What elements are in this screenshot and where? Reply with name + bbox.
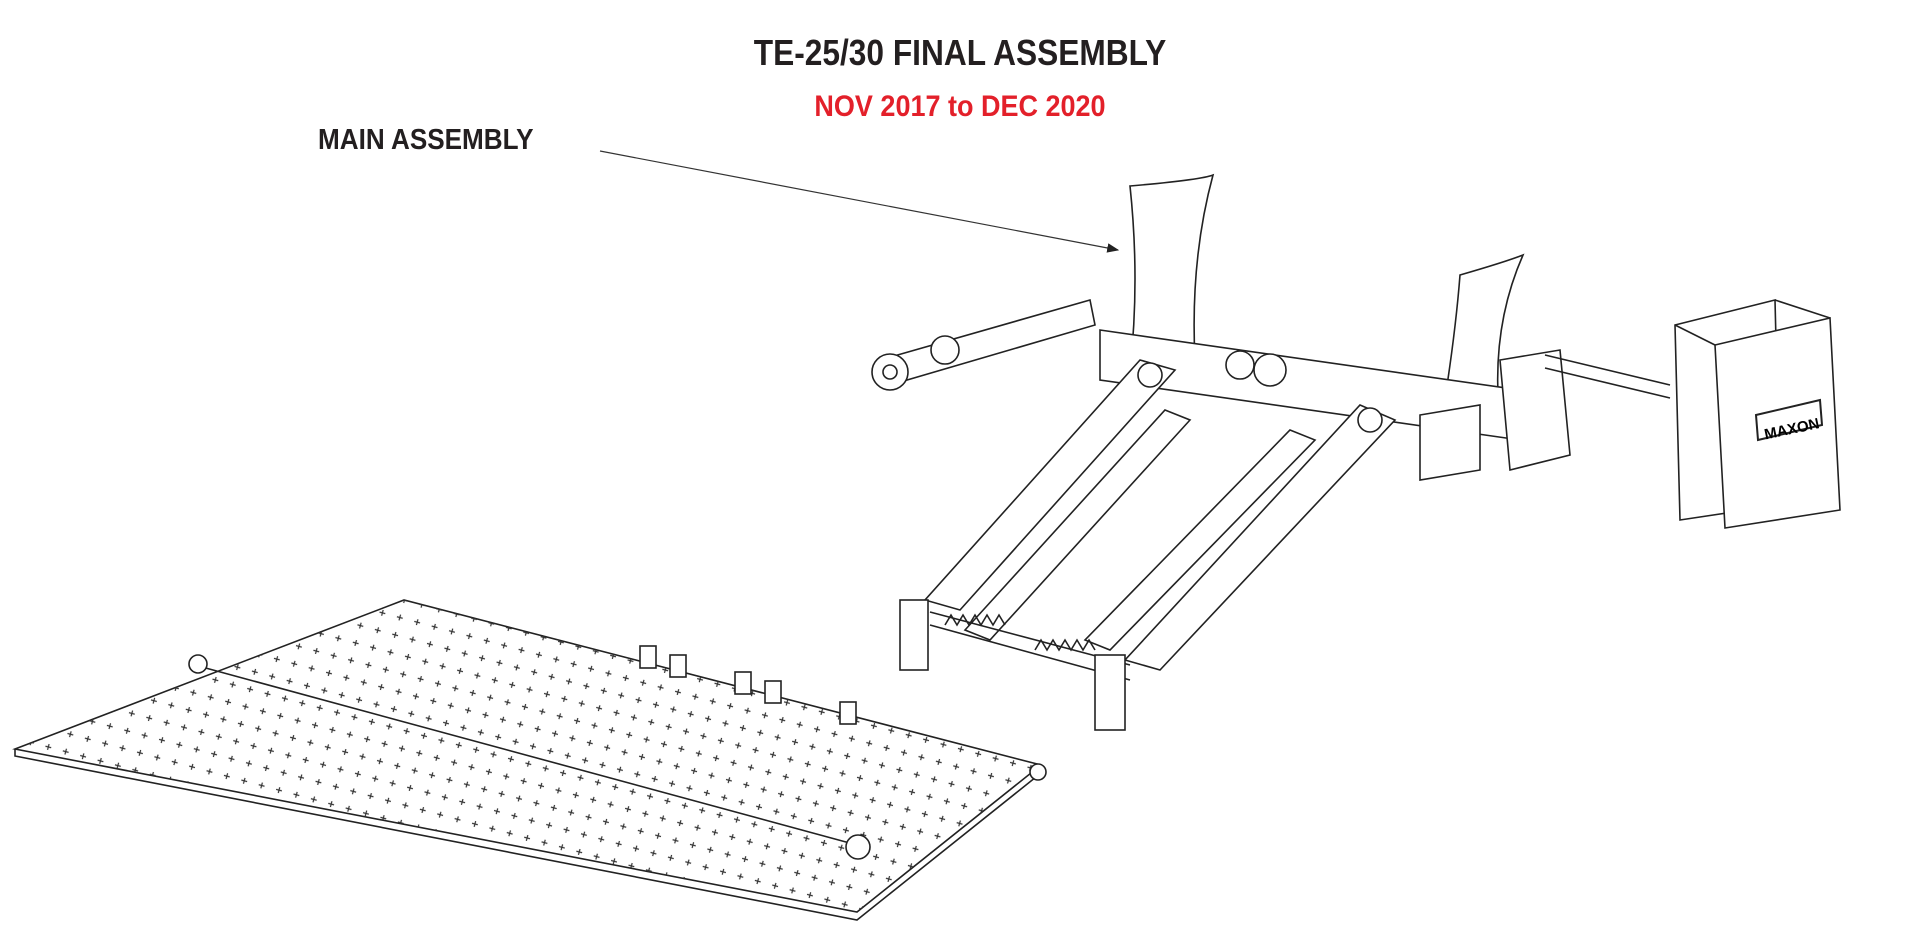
main-assembly-callout: MAIN ASSEMBLY	[318, 124, 534, 156]
control-box: MAXON	[1674, 298, 1841, 529]
platform	[12, 599, 1047, 921]
main-assembly	[871, 173, 1671, 731]
callout-leader-line	[599, 150, 1120, 253]
diagram-title: TE-25/30 FINAL ASSEMBLY	[753, 32, 1167, 73]
date-range-subtitle: NOV 2017 to DEC 2020	[814, 90, 1106, 123]
